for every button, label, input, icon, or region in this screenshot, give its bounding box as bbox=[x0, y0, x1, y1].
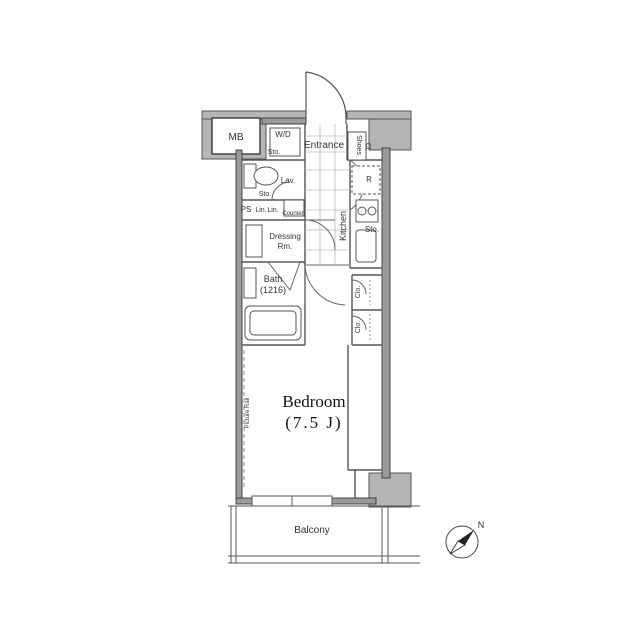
bath-vanity bbox=[243, 267, 257, 299]
kitchen-sink bbox=[355, 229, 377, 263]
column-top-right bbox=[368, 113, 412, 151]
wall-upper-left bbox=[261, 117, 307, 125]
mb-box bbox=[211, 117, 261, 155]
label-dressing: Dressing bbox=[269, 232, 301, 241]
entrance-door bbox=[305, 71, 347, 124]
label-clo-2: Clo. bbox=[355, 321, 362, 334]
label-kitchen-sto: Sto. bbox=[365, 225, 379, 234]
label-wd: W/D bbox=[275, 130, 291, 139]
label-bath: Bath bbox=[264, 274, 283, 284]
wall-left bbox=[235, 149, 243, 501]
label-lav: Lav. bbox=[281, 176, 296, 185]
label-lin-1: Lin. bbox=[255, 207, 266, 214]
balcony-window bbox=[251, 495, 333, 507]
label-dressing-rm: Rm. bbox=[278, 242, 293, 251]
label-bedroom: Bedroom bbox=[282, 392, 345, 411]
label-shoes: Shoes bbox=[355, 135, 362, 155]
toilet-bowl bbox=[253, 166, 279, 186]
wall-top-right-band bbox=[346, 110, 412, 120]
label-lav-sto: Sto. bbox=[259, 191, 272, 198]
label-wd-sto: Sto. bbox=[268, 149, 281, 156]
interior-doors bbox=[266, 159, 364, 306]
north-arrow-icon: N bbox=[445, 520, 485, 559]
closet-doors bbox=[351, 279, 367, 331]
label-kitchen: Kitchen bbox=[338, 211, 348, 241]
label-ps: PS bbox=[241, 205, 252, 214]
wall-right bbox=[381, 147, 391, 479]
label-shoes-cl: Cl. bbox=[364, 143, 371, 152]
entrance-floor-grid bbox=[305, 124, 350, 265]
label-entrance: Entrance bbox=[304, 140, 344, 151]
label-clo-1: Clo. bbox=[355, 286, 362, 299]
fridge-box bbox=[351, 165, 381, 195]
label-bath-size: (1216) bbox=[260, 285, 286, 295]
label-counter: Counter bbox=[282, 211, 303, 217]
lavatory-basin bbox=[245, 224, 263, 258]
compass-north-label: N bbox=[478, 520, 485, 530]
label-picture-rail: Picture Rail bbox=[245, 398, 251, 429]
washer-box bbox=[269, 127, 301, 157]
counter-box bbox=[283, 199, 305, 217]
kitchen-stove bbox=[355, 199, 379, 223]
balcony-area bbox=[228, 505, 420, 564]
label-balcony: Balcony bbox=[294, 525, 330, 536]
label-lin-2: Lin. bbox=[267, 207, 278, 214]
label-mb: MB bbox=[229, 132, 244, 143]
bathtub-inner bbox=[249, 310, 297, 336]
label-bedroom-size: (7.5 J) bbox=[285, 413, 342, 432]
label-r: R bbox=[366, 175, 372, 184]
fixtures bbox=[243, 127, 381, 341]
